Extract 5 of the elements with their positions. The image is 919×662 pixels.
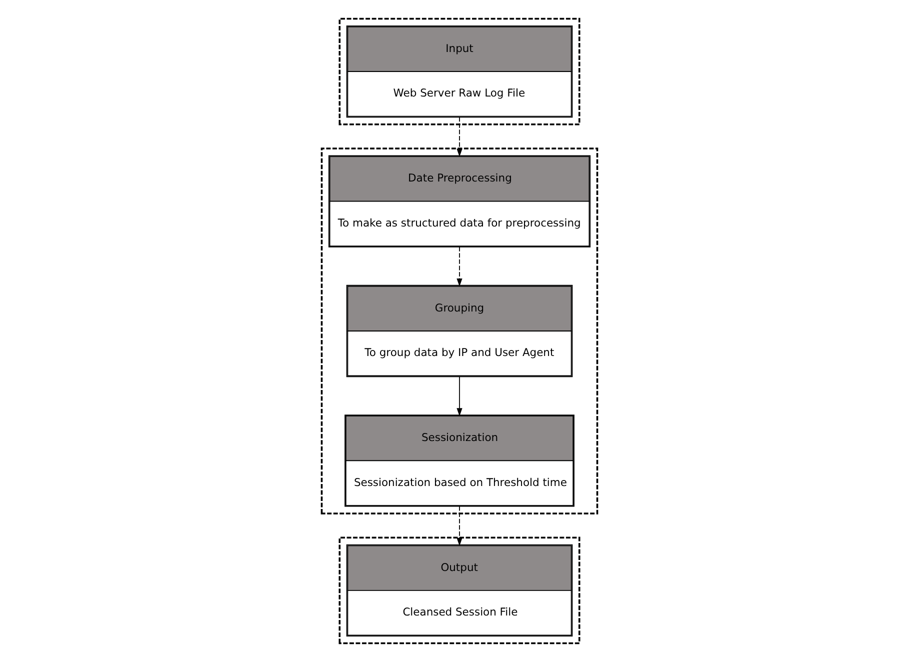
arrow [456,376,462,416]
arrow [456,116,462,157]
cluster [338,18,580,126]
arrow [456,246,462,287]
arrow [456,506,462,546]
